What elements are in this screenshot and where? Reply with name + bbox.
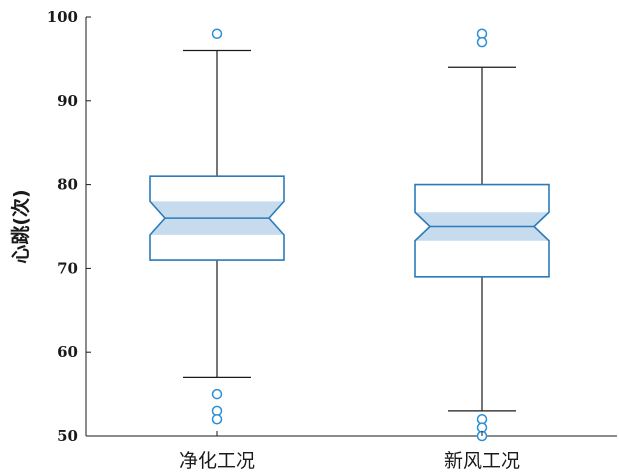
x-category-label: 净化工况: [179, 450, 255, 472]
axes: [85, 17, 617, 437]
outlier-point: [211, 28, 223, 40]
y-tick-label: 90: [57, 92, 78, 110]
box-outline: [149, 175, 285, 261]
y-ticks: 50 60 70 80 90 100: [47, 8, 91, 445]
outlier-point: [211, 413, 223, 425]
x-category-label: 新风工况: [444, 450, 520, 472]
x-category-labels: 净化工况 新风工况: [179, 431, 520, 472]
outlier-point: [476, 36, 488, 48]
y-tick-label: 100: [47, 8, 78, 26]
y-tick-label: 80: [57, 176, 78, 194]
box-outline: [414, 183, 550, 278]
y-tick-label: 60: [57, 343, 78, 361]
boxes: [149, 28, 550, 442]
y-axis-title: 心跳(次): [9, 189, 32, 263]
outlier-point: [211, 388, 223, 400]
box-group: [149, 28, 285, 425]
y-tick-label: 50: [57, 427, 78, 445]
y-tick-label: 70: [57, 259, 78, 277]
box-group: [414, 28, 550, 442]
